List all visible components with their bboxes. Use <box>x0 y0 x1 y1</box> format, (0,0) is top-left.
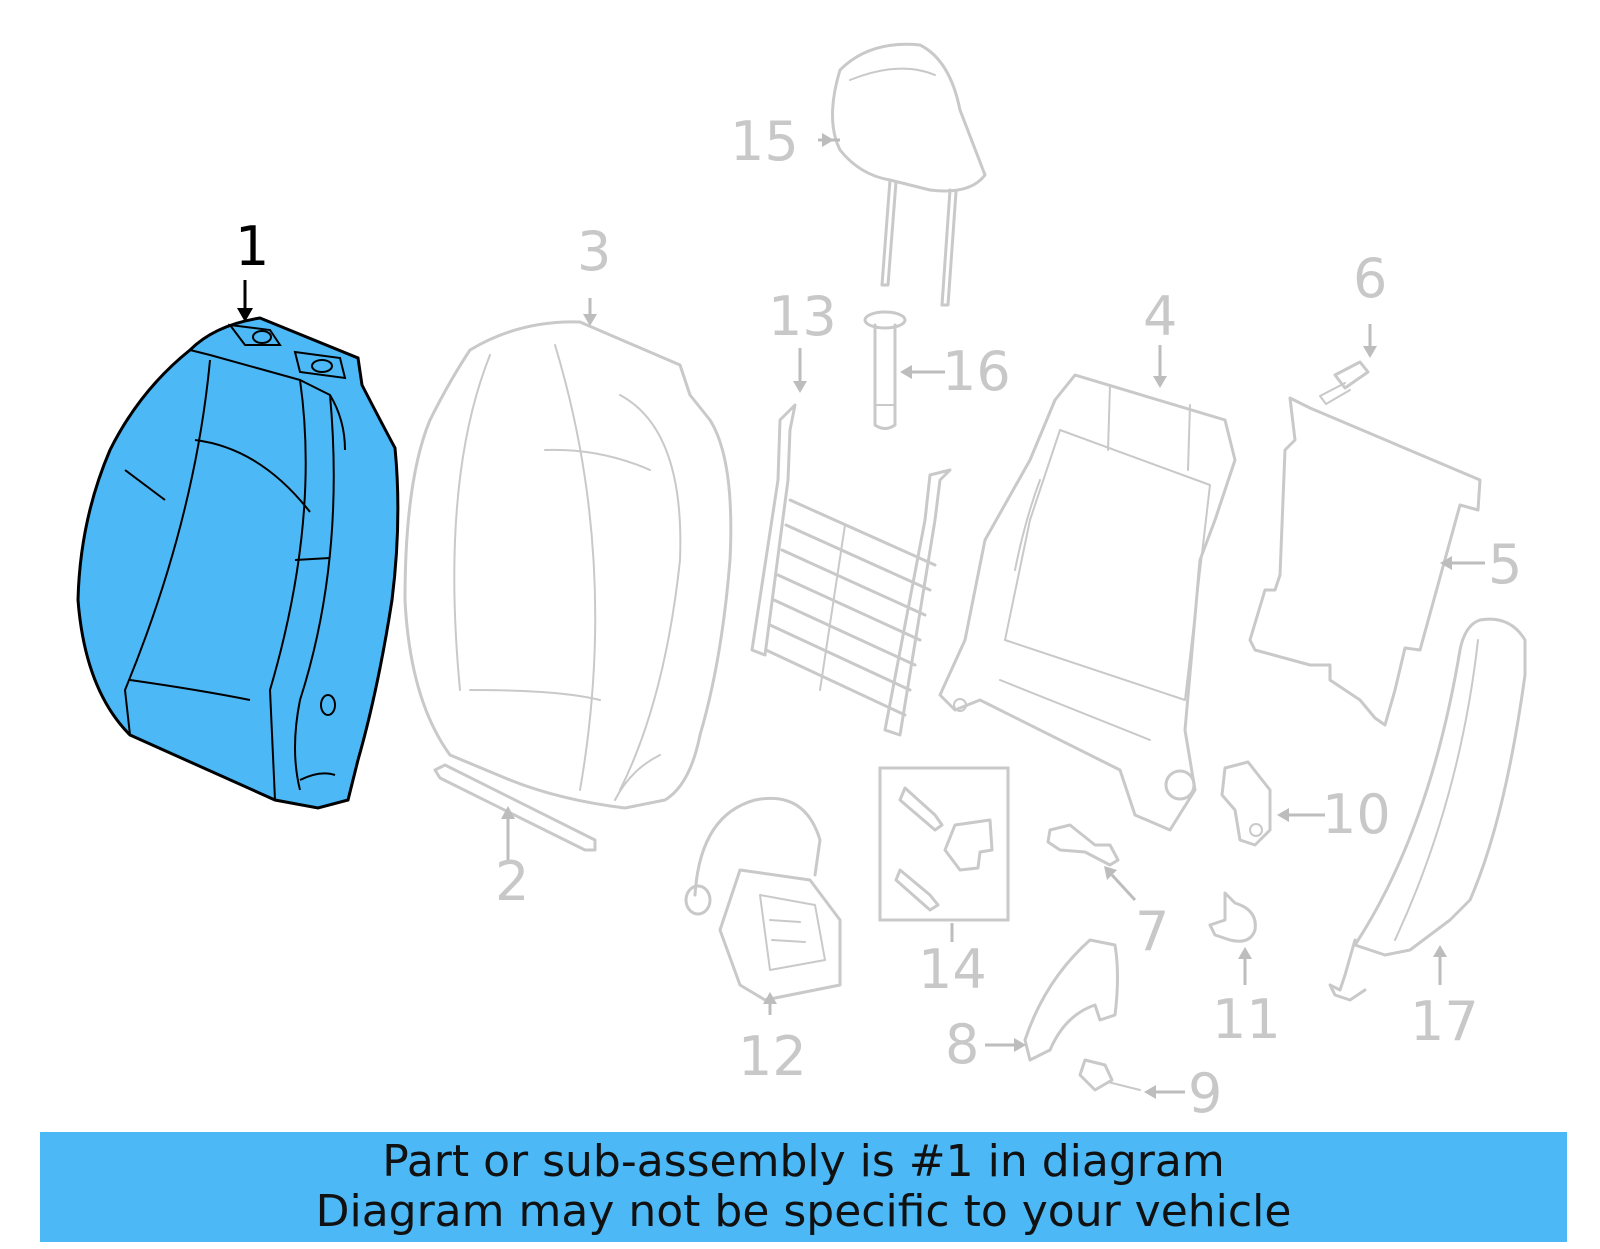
callout-17[interactable]: 17 <box>1410 990 1479 1053</box>
part-14-kit[interactable] <box>878 766 1010 922</box>
part-2-wire-rod[interactable] <box>433 763 597 852</box>
part-10-clip[interactable] <box>1220 760 1272 847</box>
callout-15[interactable]: 15 <box>730 110 799 173</box>
part-6-bolt[interactable] <box>1319 360 1370 405</box>
callout-11[interactable]: 11 <box>1212 988 1281 1051</box>
callout-12[interactable]: 12 <box>738 1025 807 1088</box>
callout-leaders <box>237 133 1485 1099</box>
callout-5[interactable]: 5 <box>1488 533 1522 596</box>
callout-7[interactable]: 7 <box>1135 900 1169 963</box>
callout-8[interactable]: 8 <box>945 1013 979 1076</box>
part-11-clip[interactable] <box>1208 891 1257 943</box>
part-12-lumbar-motor[interactable] <box>684 796 842 1002</box>
callout-10[interactable]: 10 <box>1322 783 1391 846</box>
part-9-screw[interactable] <box>1078 1058 1141 1092</box>
callout-labels: 1 3 2 15 13 16 4 6 5 10 7 14 11 17 12 8 … <box>235 110 1522 1125</box>
callout-2[interactable]: 2 <box>495 850 529 913</box>
part-8-cover[interactable] <box>1023 938 1119 1062</box>
part-1-seat-back-cover[interactable] <box>76 316 400 810</box>
callout-6[interactable]: 6 <box>1353 247 1387 310</box>
callout-14[interactable]: 14 <box>918 938 987 1001</box>
part-16-headrest-guide[interactable] <box>863 310 907 430</box>
notice-line-disclaimer: Diagram may not be specific to your vehi… <box>315 1186 1292 1237</box>
callout-16[interactable]: 16 <box>942 340 1011 403</box>
part-17-side-trim[interactable] <box>1328 617 1527 1002</box>
part-13-lumbar-support[interactable] <box>750 403 952 737</box>
callout-1[interactable]: 1 <box>235 215 269 278</box>
part-4-seat-back-frame[interactable] <box>938 373 1237 832</box>
part-5-back-panel[interactable] <box>1248 396 1482 727</box>
part-15-headrest[interactable] <box>831 42 987 307</box>
diagram-notice-banner: Part or sub-assembly is #1 in diagram Di… <box>40 1132 1567 1242</box>
notice-line-part-number: Part or sub-assembly is #1 in diagram <box>382 1136 1225 1187</box>
callout-4[interactable]: 4 <box>1143 285 1177 348</box>
callout-13[interactable]: 13 <box>768 285 837 348</box>
part-7-bracket[interactable] <box>1046 823 1120 867</box>
part-3-seat-back-pad[interactable] <box>403 320 733 810</box>
callout-9[interactable]: 9 <box>1188 1062 1222 1125</box>
parts-diagram: 1 3 2 15 13 16 4 6 5 10 7 14 11 17 12 8 … <box>76 42 1527 1125</box>
callout-3[interactable]: 3 <box>577 220 611 283</box>
